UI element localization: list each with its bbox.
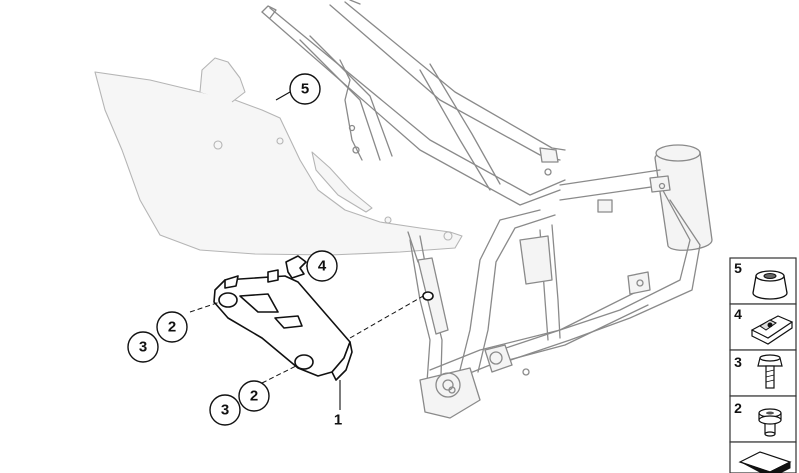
assembly-line-lower bbox=[261, 365, 297, 384]
svg-text:2: 2 bbox=[168, 319, 176, 336]
callout-4: 4 bbox=[306, 250, 338, 282]
spring-nut-icon bbox=[750, 315, 794, 345]
rubber-grommet-icon bbox=[752, 270, 788, 300]
svg-text:4: 4 bbox=[318, 258, 327, 275]
bushing-icon bbox=[758, 408, 782, 437]
motorcycle-frame bbox=[261, 0, 713, 419]
side-panel-ghost bbox=[94, 57, 463, 256]
spring-nut-part bbox=[285, 255, 307, 279]
diagram-reference-icon bbox=[738, 451, 792, 473]
callout-3-lower: 3 bbox=[209, 394, 241, 426]
leader-5 bbox=[275, 91, 291, 101]
callout-2-upper: 2 bbox=[156, 311, 188, 343]
assembly-line-frame bbox=[349, 294, 426, 339]
callout-2-lower: 2 bbox=[238, 380, 270, 412]
callout-5: 5 bbox=[289, 73, 321, 105]
legend-item-3: 3 bbox=[729, 349, 797, 397]
svg-text:4: 4 bbox=[734, 306, 742, 322]
legend-item-reference bbox=[729, 441, 797, 473]
svg-text:3: 3 bbox=[221, 402, 229, 419]
bolt-icon bbox=[757, 354, 783, 389]
svg-text:3: 3 bbox=[139, 339, 147, 356]
svg-text:2: 2 bbox=[250, 388, 258, 405]
svg-text:2: 2 bbox=[734, 400, 742, 416]
frame-mount-boss bbox=[422, 291, 434, 301]
legend-item-4: 4 bbox=[729, 303, 797, 351]
legend-item-2: 2 bbox=[729, 395, 797, 443]
svg-text:5: 5 bbox=[734, 260, 742, 276]
assembly-line-upper bbox=[189, 301, 221, 313]
callout-3-upper: 3 bbox=[127, 331, 159, 363]
svg-text:3: 3 bbox=[734, 354, 742, 370]
svg-text:5: 5 bbox=[301, 81, 309, 98]
callout-1: 1 bbox=[334, 412, 342, 429]
legend-item-5: 5 bbox=[729, 257, 797, 305]
cover-part bbox=[213, 269, 353, 381]
